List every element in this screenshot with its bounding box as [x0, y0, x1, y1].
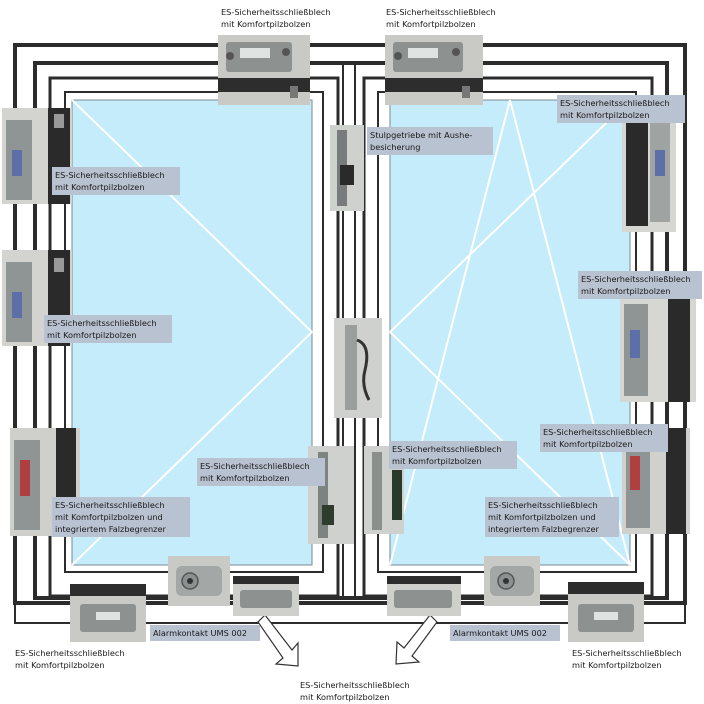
label-line: mit Komfortpilzbolzen: [300, 692, 390, 702]
right-sash-opening-line-1: [389, 99, 631, 333]
label-line: mit Komfortpilzbolzen: [572, 660, 662, 670]
label-line: mit Komfortpilzbolzen: [581, 286, 671, 296]
label-line: ES-Sicherheitsschließblech: [581, 274, 691, 284]
label-alarm-left: Alarmkontakt UMS 002: [150, 625, 260, 641]
label-bottom-left: ES-Sicherheitsschließblech mit Komfortpi…: [15, 647, 125, 671]
label-line: ES-Sicherheitsschließblech: [221, 7, 331, 17]
label-center-right-lower: ES-Sicherheitsschließblech mit Komfortpi…: [389, 441, 517, 469]
label-line: ES-Sicherheitsschließblech: [55, 500, 165, 510]
photo-bottom-left-plate: [70, 584, 146, 642]
label-bottom-center: ES-Sicherheitsschließblech mit Komfortpi…: [300, 679, 410, 703]
label-top-right: ES-Sicherheitsschließblech mit Komfortpi…: [386, 6, 496, 30]
label-line: ES-Sicherheitsschließblech: [543, 427, 653, 437]
label-line: ES-Sicherheitsschließblech: [47, 318, 157, 328]
label-left-lower: ES-Sicherheitsschließblech mit Komfortpi…: [52, 497, 190, 537]
label-top-left: ES-Sicherheitsschließblech mit Komfortpi…: [221, 6, 331, 30]
label-line: mit Komfortpilzbolzen: [47, 330, 137, 340]
label-line: mit Komfortpilzbolzen: [15, 660, 105, 670]
photo-right-middle: [620, 298, 696, 402]
label-line: mit Komfortpilzbolzen: [221, 19, 311, 29]
label-center-left-lower: ES-Sicherheitsschließblech mit Komfortpi…: [197, 458, 325, 486]
label-left-upper: ES-Sicherheitsschließblech mit Komfortpi…: [52, 167, 180, 195]
photo-bottom-right-plate: [568, 582, 644, 642]
right-glass-pane: [390, 100, 630, 565]
label-line: Stulpgetriebe mit Aushe-: [370, 130, 473, 140]
photo-alarm-left: [168, 556, 230, 606]
photo-center-middle: [334, 318, 382, 418]
label-center-upper: Stulpgetriebe mit Aushe- besicherung: [367, 127, 493, 155]
photo-bottom-center-right: [387, 576, 461, 616]
right-sash-tilt-line-2: [509, 99, 631, 566]
label-line: Alarmkontakt UMS 002: [453, 628, 548, 638]
label-line: ES-Sicherheitsschließblech: [200, 461, 310, 471]
label-line: mit Komfortpilzbolzen: [560, 110, 650, 120]
label-line: integriertem Falzbegrenzer: [55, 524, 166, 534]
label-line: mit Komfortpilzbolzen: [392, 456, 482, 466]
photo-alarm-right: [484, 556, 540, 606]
label-left-middle: ES-Sicherheitsschließblech mit Komfortpi…: [44, 315, 172, 343]
label-line: mit Komfortpilzbolzen: [200, 473, 290, 483]
label-line: ES-Sicherheitsschließblech: [15, 648, 125, 658]
label-right-middle: ES-Sicherheitsschließblech mit Komfortpi…: [540, 424, 668, 452]
label-line: ES-Sicherheitsschließblech: [386, 7, 496, 17]
label-line: ES-Sicherheitsschließblech: [572, 648, 682, 658]
label-line: ES-Sicherheitsschließblech: [300, 680, 410, 690]
label-line: besicherung: [370, 142, 421, 152]
label-line: Alarmkontakt UMS 002: [153, 628, 248, 638]
label-alarm-right: Alarmkontakt UMS 002: [450, 625, 560, 641]
label-line: ES-Sicherheitsschließblech: [55, 170, 165, 180]
label-right-top: ES-Sicherheitsschließblech mit Komfortpi…: [557, 95, 685, 123]
label-line: mit Komfortpilzbolzen: [386, 19, 476, 29]
label-bottom-right: ES-Sicherheitsschließblech mit Komfortpi…: [572, 647, 682, 671]
label-line: mit Komfortpilzbolzen und: [55, 512, 163, 522]
photo-top-right: [385, 35, 483, 105]
label-line: mit Komfortpilzbolzen: [55, 182, 145, 192]
label-line: mit Komfortpilzbolzen und: [488, 512, 596, 522]
photo-center-upper: [330, 125, 364, 211]
right-sash-tilt-line-1: [389, 99, 511, 566]
outer-frame-bottom-rail: [14, 602, 686, 624]
photo-bottom-center-left: [233, 576, 299, 616]
label-right-upper: ES-Sicherheitsschließblech mit Komfortpi…: [578, 271, 702, 299]
label-right-lower: ES-Sicherheitsschließblech mit Komfortpi…: [485, 497, 619, 537]
photo-top-left: [218, 35, 310, 105]
arrow-left-outline: [257, 614, 299, 667]
label-line: mit Komfortpilzbolzen: [543, 439, 633, 449]
label-line: ES-Sicherheitsschließblech: [488, 500, 598, 510]
arrow-right-outline: [395, 614, 438, 665]
left-sash-opening-line-1: [71, 99, 313, 333]
label-line: ES-Sicherheitsschließblech: [392, 444, 502, 454]
label-line: ES-Sicherheitsschließblech: [560, 98, 670, 108]
label-line: integriertem Falzbegrenzer: [488, 524, 599, 534]
